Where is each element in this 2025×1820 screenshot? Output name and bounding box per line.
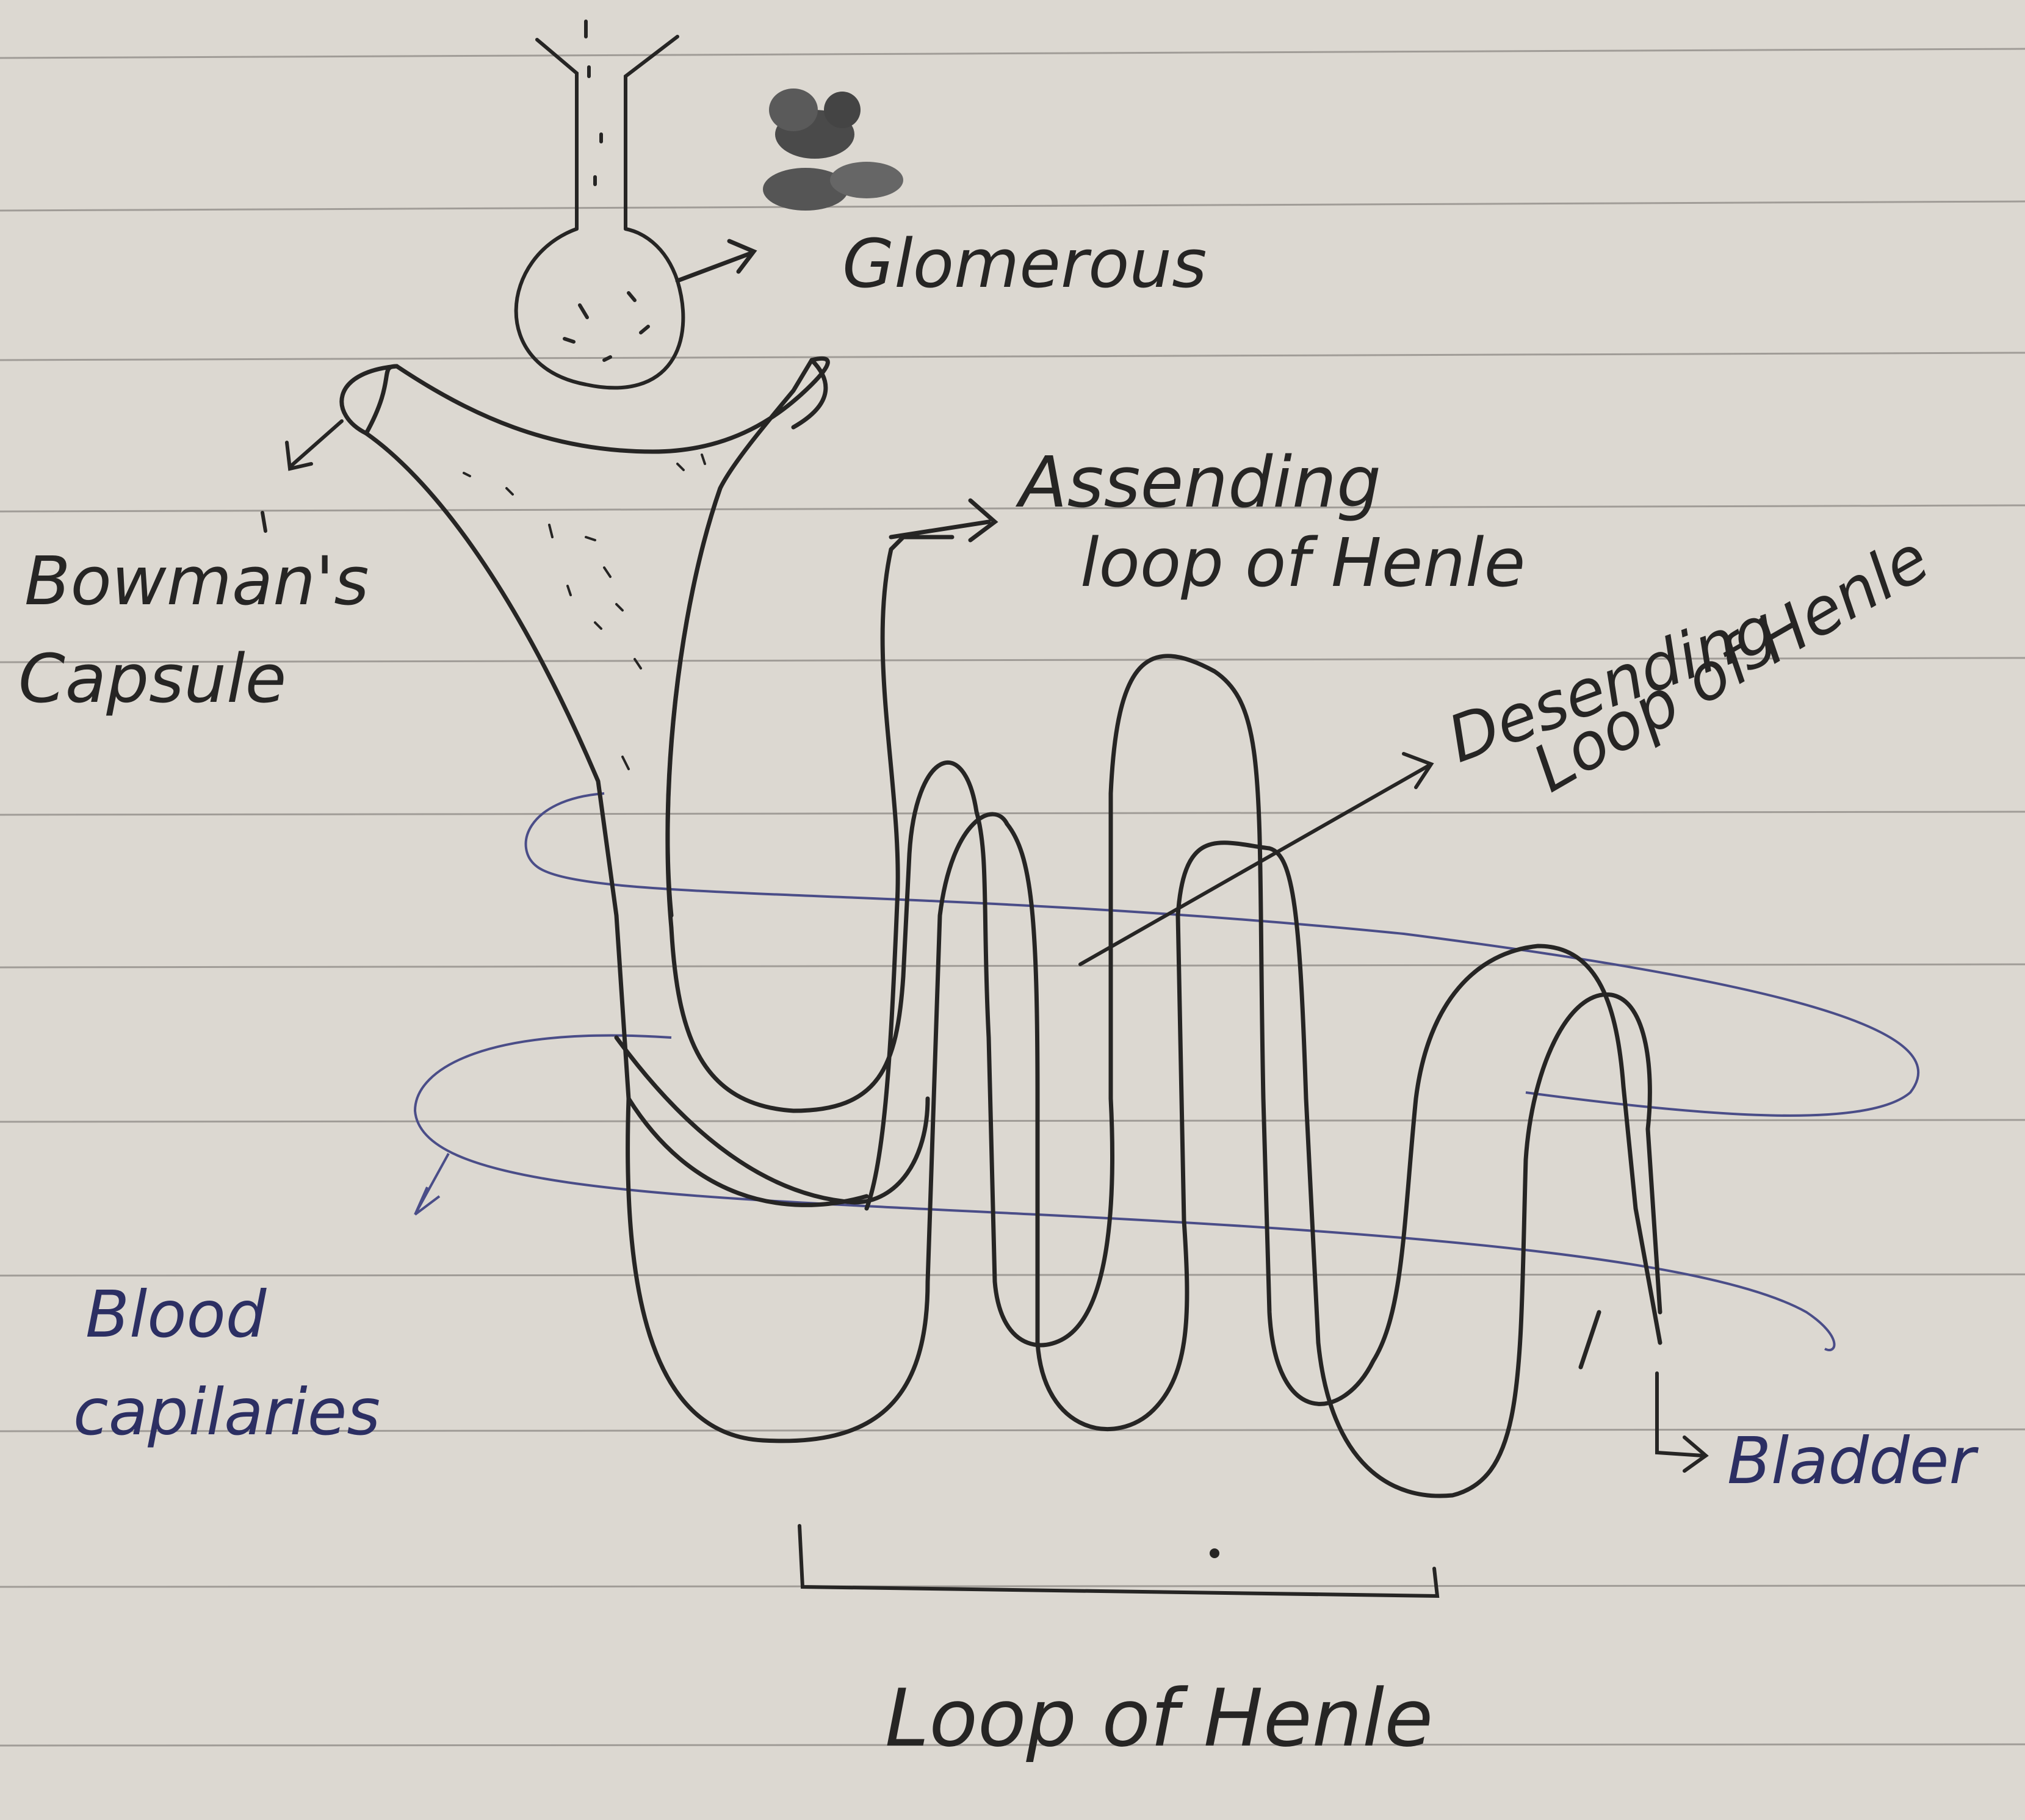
ascending-label-line1: Assending xyxy=(1015,442,1381,524)
glomerous-label: Glomerous xyxy=(842,225,1207,303)
bowmans-label-line2: Capsule xyxy=(18,640,286,718)
blood-label-line2: capilaries xyxy=(73,1375,380,1450)
bladder-label: Bladder xyxy=(1727,1424,1979,1498)
bowmans-label-line1: Bowman's xyxy=(24,542,369,620)
ascending-label-line2: loop of Henle xyxy=(1080,524,1525,602)
loop-of-henle-label: Loop of Henle xyxy=(885,1672,1433,1764)
blood-label-line1: Blood xyxy=(85,1277,267,1352)
